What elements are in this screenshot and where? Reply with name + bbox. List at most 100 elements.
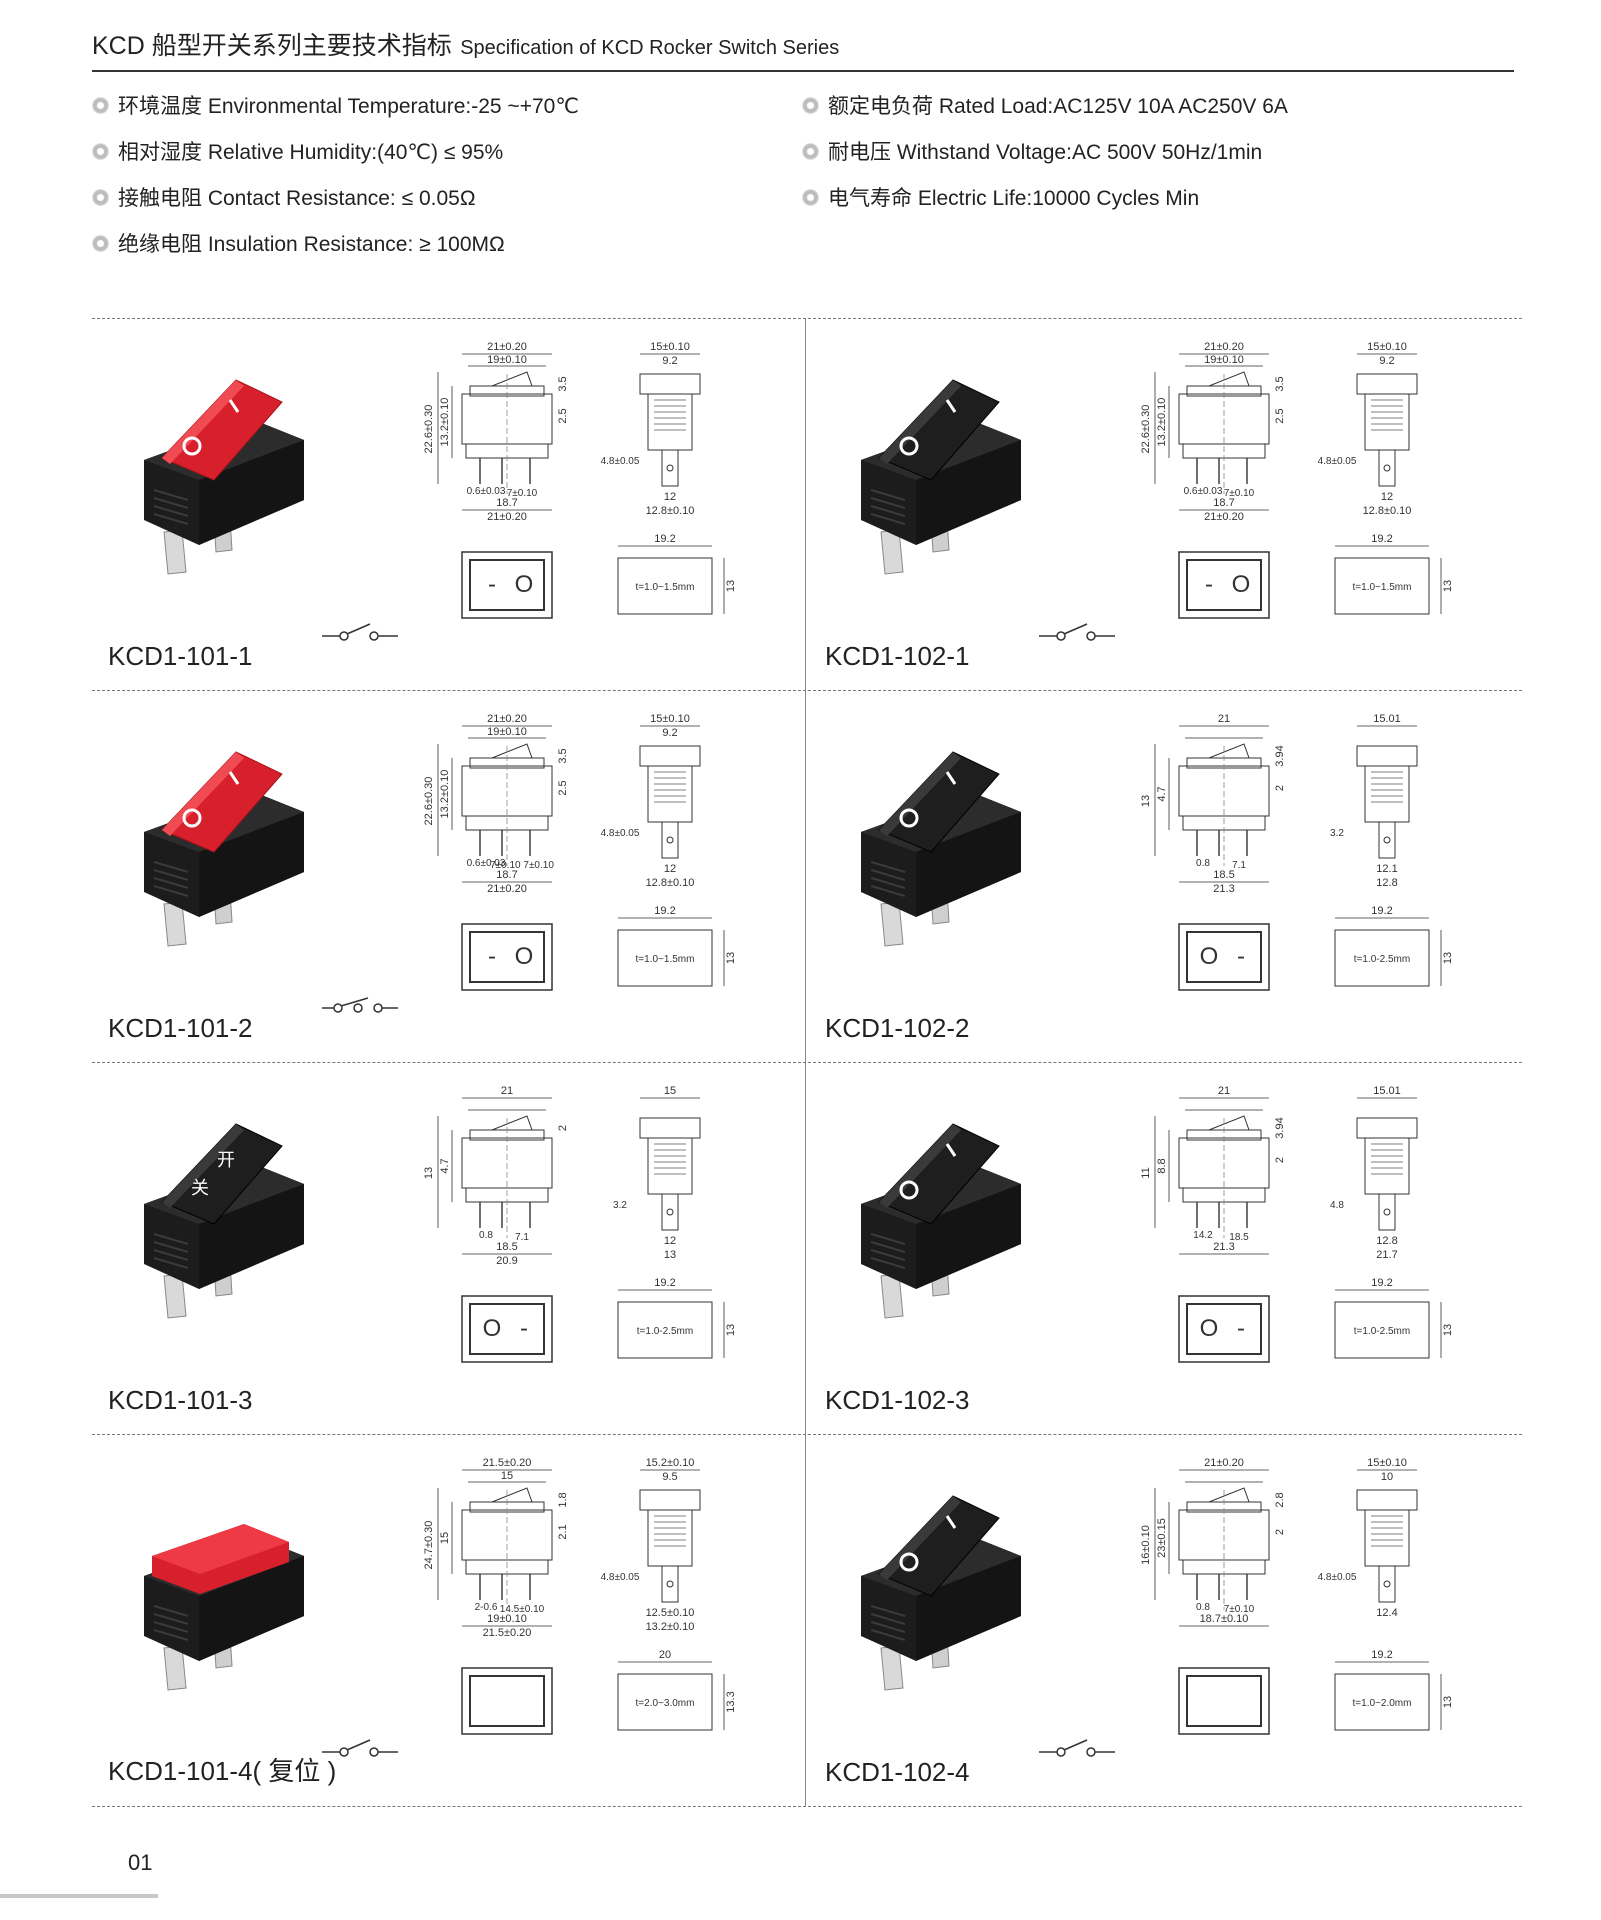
dim-label: 15.01 (1373, 1085, 1401, 1097)
dim-label: 13 (1442, 580, 1454, 592)
switch-photo: 开关 (104, 1094, 344, 1334)
dim-label: 19±0.10 (1204, 354, 1244, 366)
thickness-label: t=1.0-2.5mm (637, 1326, 693, 1337)
rocker-label: 关 (191, 1178, 209, 1198)
dim-label: 15.2±0.10 (646, 1457, 695, 1469)
dim-label: 7±0.10 (507, 488, 538, 499)
face-symbol: - (488, 571, 496, 598)
thickness-label: t=1.0-2.5mm (1354, 954, 1410, 965)
dim-label: 19±0.10 (487, 354, 527, 366)
switch-photo (821, 1094, 1061, 1334)
bullet-icon (92, 188, 109, 206)
dim-label: 13 (1442, 952, 1454, 964)
dim-label: 19±0.10 (487, 1613, 527, 1625)
panel-face-view: O- (1178, 1295, 1270, 1363)
dim-label: 4.7 (439, 1158, 451, 1173)
dim-label: 13.2±0.10 (439, 398, 451, 447)
thickness-label: t=1.0~1.5mm (636, 954, 695, 965)
dim-label: 13.3 (725, 1691, 737, 1712)
spec-text: 环境温度 Environmental Temperature:-25 ~+70℃ (118, 95, 579, 118)
dim-label: 21±0.20 (1204, 511, 1244, 523)
panel-face-view: O- (461, 1295, 553, 1363)
panel-cutout: 19.2 t=1.0-2.5mm 13 (1334, 905, 1454, 987)
dim-label: 4.8±0.05 (601, 456, 640, 467)
dim-label: 2.5 (1274, 408, 1286, 423)
spec-item: 电气寿命 Electric Life:10000 Cycles Min (802, 174, 1288, 220)
dim-label: 21 (501, 1085, 513, 1097)
dim-label: 3.2 (1330, 828, 1344, 839)
face-symbol: - (1237, 943, 1245, 970)
dim-label: 19.2 (654, 533, 675, 545)
switch-photo (821, 1466, 1061, 1706)
dim-label: 15±0.10 (1367, 341, 1407, 353)
panel-face-view (1178, 1667, 1270, 1735)
dim-label: 18.7 (1213, 497, 1234, 509)
dim-label: 12.8±0.10 (646, 877, 695, 889)
dim-label: 15±0.10 (650, 713, 690, 725)
switch-photo (104, 350, 344, 590)
spec-item: 相对湿度 Relative Humidity:(40℃) ≤ 95% (92, 128, 579, 174)
dim-label: 3.5 (1274, 376, 1286, 391)
dim-label: 18.5 (1213, 869, 1234, 881)
dim-label: 13.2±0.10 (646, 1621, 695, 1633)
dim-label: 22.6±0.30 (1140, 405, 1152, 454)
model-number: KCD1-102-2 (825, 1013, 970, 1043)
dim-label: 8.8 (1156, 1158, 1168, 1173)
dim-label: 13.2±0.10 (439, 770, 451, 819)
dim-label: 21.7 (1376, 1249, 1397, 1261)
dim-label: 4.8±0.05 (601, 1572, 640, 1583)
dim-label: 7±0.10 (1224, 488, 1255, 499)
panel-face-view: O- (1178, 923, 1270, 991)
dim-label: 2 (1274, 1157, 1286, 1163)
side-view: 15.013.212.112.8 (1330, 713, 1418, 889)
dim-label: 9.2 (662, 727, 677, 739)
spec-item: 绝缘电阻 Insulation Resistance: ≥ 100MΩ (92, 220, 579, 266)
dim-label: 20.9 (496, 1255, 517, 1267)
spec-text: 耐电压 Withstand Voltage:AC 500V 50Hz/1min (828, 141, 1263, 164)
column-divider (805, 318, 806, 1806)
face-symbol: - (1205, 571, 1213, 598)
dim-label: 15±0.10 (1367, 1457, 1407, 1469)
divider (92, 318, 1522, 319)
panel-face-view: -O (461, 551, 553, 619)
spec-column-left: 环境温度 Environmental Temperature:-25 ~+70℃… (92, 82, 579, 266)
face-symbol: - (1237, 1315, 1245, 1342)
dim-label: 12.8 (1376, 877, 1397, 889)
thickness-label: t=1.0-2.5mm (1354, 1326, 1410, 1337)
dim-label: 21.5±0.20 (483, 1457, 532, 1469)
dim-label: 19.2 (1371, 533, 1392, 545)
dim-label: 4.8±0.05 (1318, 456, 1357, 467)
dim-label: 19.2 (1371, 1277, 1392, 1289)
dim-label: 0.8 (479, 1230, 493, 1241)
dim-label: 7±0.10 (1224, 1604, 1255, 1615)
dim-label: 19.2 (1371, 905, 1392, 917)
dim-label: 21±0.20 (487, 713, 527, 725)
dim-label: 1.8 (557, 1492, 569, 1507)
circuit-symbol (322, 1739, 398, 1757)
dim-label: 13 (423, 1167, 435, 1179)
dim-label: 12 (664, 491, 676, 503)
circuit-symbol (1039, 623, 1115, 641)
model-number: KCD1-102-3 (825, 1385, 970, 1415)
dim-label: 13 (664, 1249, 676, 1261)
face-symbol: - (520, 1315, 528, 1342)
dim-label: 19.2 (654, 905, 675, 917)
dim-label: 21±0.20 (487, 511, 527, 523)
switch-photo (821, 722, 1061, 962)
spec-text: 额定电负荷 Rated Load:AC125V 10A AC250V 6A (828, 95, 1288, 118)
